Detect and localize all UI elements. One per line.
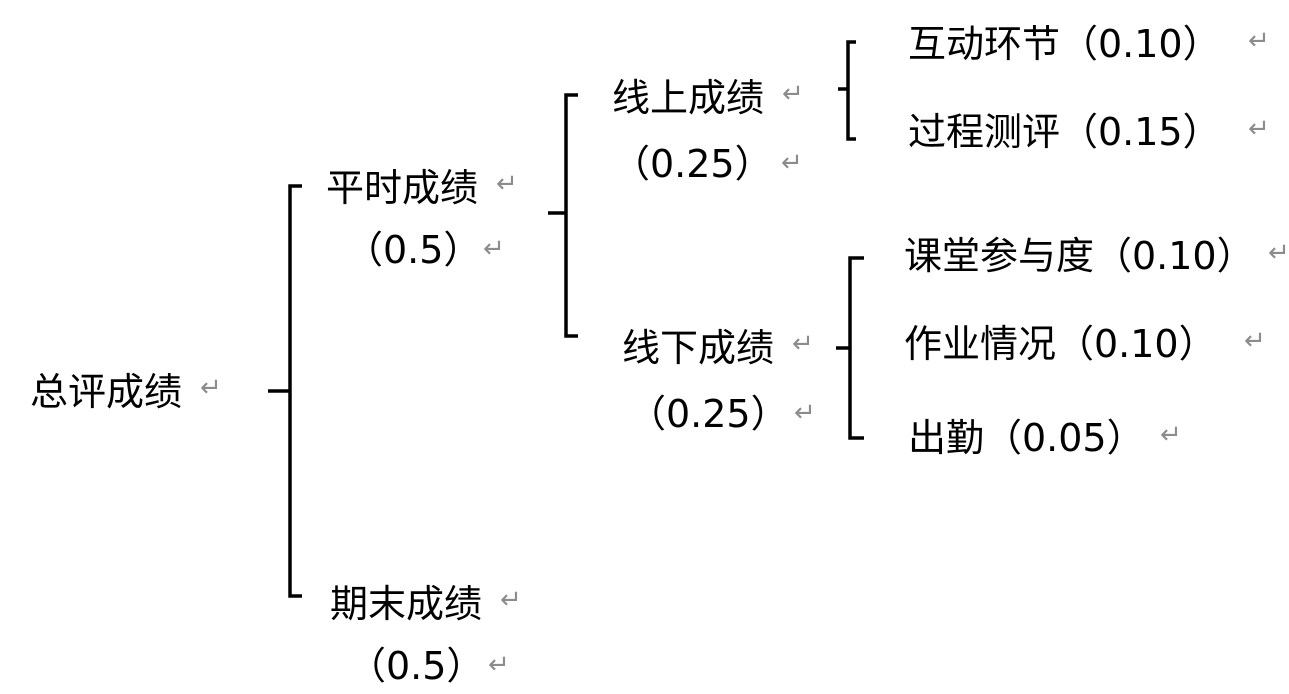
paragraph-mark-icon: ↵ xyxy=(1160,420,1182,450)
final-node-weight: （0.5） xyxy=(348,644,485,688)
paragraph-mark-icon: ↵ xyxy=(200,373,222,403)
usual-node-weight: （0.5） xyxy=(345,228,482,272)
offline-leaf-label: 课堂参与度（0.10） xyxy=(904,234,1255,278)
paragraph-mark-icon: ↵ xyxy=(782,79,804,109)
final-node-label: 期末成绩 xyxy=(330,582,483,626)
root-bracket xyxy=(268,184,302,598)
online-leaf-label: 互动环节（0.10） xyxy=(908,22,1221,66)
paragraph-mark-icon: ↵ xyxy=(483,234,505,264)
paragraph-mark-icon: ↵ xyxy=(794,398,816,428)
paragraph-mark-icon: ↵ xyxy=(1244,326,1266,356)
paragraph-mark-icon: ↵ xyxy=(1268,238,1289,268)
paragraph-mark-icon: ↵ xyxy=(488,650,510,680)
online-node-weight: （0.25） xyxy=(612,142,773,186)
paragraph-mark-icon: ↵ xyxy=(792,329,814,359)
paragraph-mark-icon: ↵ xyxy=(1248,114,1270,144)
paragraph-mark-icon: ↵ xyxy=(500,585,522,615)
paragraph-mark-icon: ↵ xyxy=(781,148,803,178)
paragraph-mark-icon: ↵ xyxy=(496,169,518,199)
online-node-label: 线上成绩 xyxy=(612,76,765,120)
offline-node-weight: （0.25） xyxy=(628,392,789,436)
usual-node-label: 平时成绩 xyxy=(326,166,479,210)
online-bracket xyxy=(838,40,856,141)
usual-bracket xyxy=(548,93,578,338)
root-node-label: 总评成绩 xyxy=(30,370,183,414)
paragraph-mark-icon: ↵ xyxy=(1248,26,1270,56)
offline-leaf-label: 作业情况（0.10） xyxy=(904,322,1217,366)
offline-leaf-label: 出勤（0.05） xyxy=(908,416,1145,460)
online-leaf-label: 过程测评（0.15） xyxy=(908,110,1221,154)
offline-node-label: 线下成绩 xyxy=(622,326,775,370)
offline-bracket xyxy=(836,256,864,440)
